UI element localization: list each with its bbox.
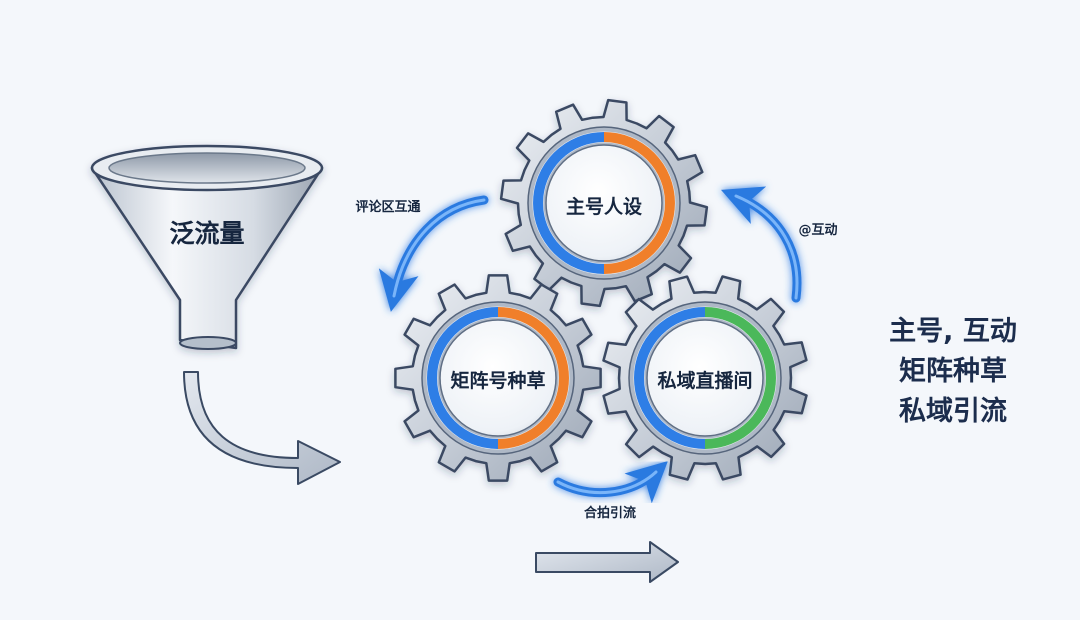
summary-line-1: 主号, 互动 <box>889 316 1017 347</box>
gear-left-label: 矩阵号种草 <box>450 369 545 392</box>
funnel-icon <box>90 144 324 350</box>
collab-flow-arrow-icon <box>553 461 668 504</box>
funnel-label: 泛流量 <box>169 219 244 248</box>
comment-flow-label: 评论区互通 <box>355 199 420 215</box>
comment-flow-arrow-icon <box>378 195 489 312</box>
gear-right-label: 私域直播间 <box>657 369 752 392</box>
gear-top-label: 主号人设 <box>566 196 642 218</box>
summary-text: 主号, 互动 矩阵种草 私域引流 <box>858 312 1048 432</box>
mention-flow-arrow-icon <box>721 186 802 303</box>
right-arrow-icon <box>535 541 679 583</box>
gear-top-icon <box>499 98 709 308</box>
curved-arrow-icon <box>183 371 341 485</box>
gear-right-icon <box>602 275 808 481</box>
gear-left-icon <box>394 274 602 482</box>
mention-flow-label: @互动 <box>798 223 837 238</box>
summary-line-2: 矩阵种草 <box>899 356 1007 387</box>
summary-line-3: 私域引流 <box>899 396 1007 427</box>
collab-flow-label: 合拍引流 <box>584 505 636 521</box>
